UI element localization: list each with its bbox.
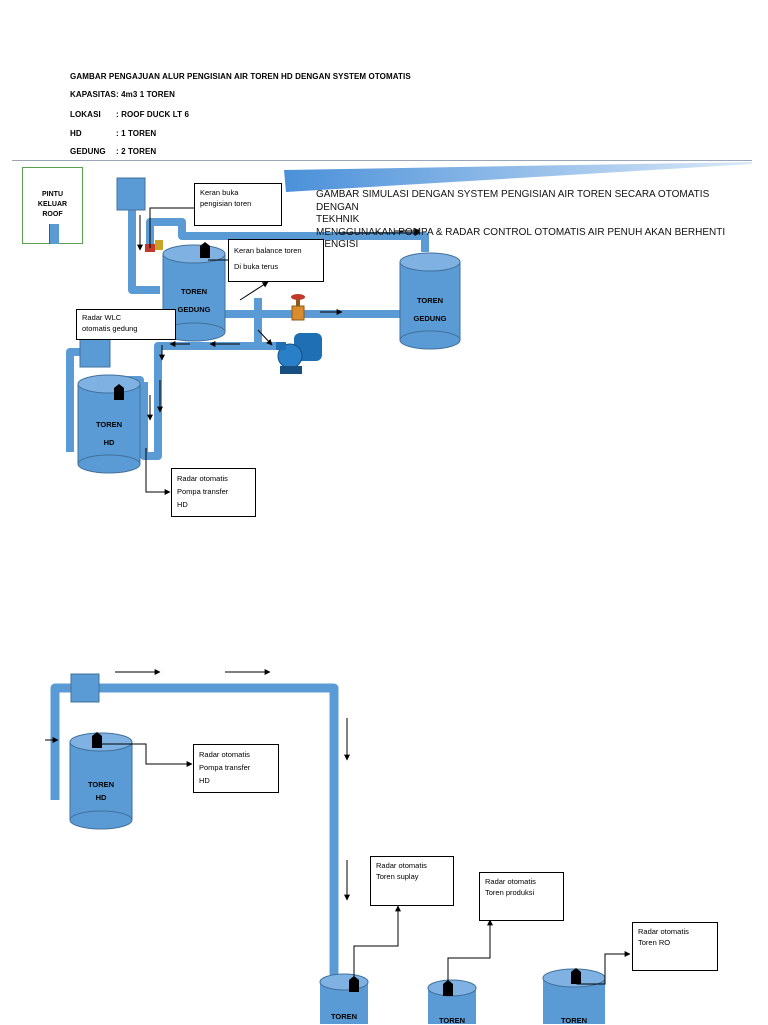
callout-line1: Radar otomatis xyxy=(199,750,250,759)
tank-hd-2-label: TOREN HD xyxy=(77,778,125,804)
callout-line2: pengisian toren xyxy=(200,199,252,208)
control-panel-bottom xyxy=(70,673,100,703)
header-row-lokasi: LOKASI : ROOF DUCK LT 6 xyxy=(70,110,189,119)
valve-balance xyxy=(291,294,305,321)
callout-line2: otomatis gedung xyxy=(82,324,138,333)
tank-label-line1: TOREN xyxy=(95,420,123,429)
callout-line2: Toren produksi xyxy=(485,888,535,897)
exit-door-roof: PINTU KELUAR ROOF xyxy=(22,167,83,244)
tank-label-line1: TOREN xyxy=(180,287,208,296)
tank-label-line1: TOREN xyxy=(416,296,444,305)
header-title: GAMBAR PENGAJUAN ALUR PENGISIAN AIR TORE… xyxy=(70,72,411,81)
callout-line3: HD xyxy=(177,500,188,509)
callout-radar-produksi: Radar otomatis Toren produksi xyxy=(479,872,564,921)
callout-line3: HD xyxy=(199,776,210,785)
tank-label-line2: HD xyxy=(103,438,115,447)
pipe-network-bottom xyxy=(50,683,339,980)
header-key: LOKASI xyxy=(70,110,101,119)
tank-gedung-2 xyxy=(399,252,461,350)
callout-line1: Keran balance toren xyxy=(234,246,302,255)
tank-bottom-3-label: TOREN xyxy=(560,1016,588,1025)
tank-bottom-2-label: TOREN xyxy=(438,1016,466,1025)
callout-radar-ro: Radar otomatis Toren RO xyxy=(632,922,718,971)
callout-line2: Pompa transfer xyxy=(177,487,229,496)
header-value: : 2 TOREN xyxy=(116,147,157,156)
header-value: : 1 TOREN xyxy=(116,129,157,138)
tank-label-line2: HD xyxy=(95,793,107,802)
tank-bottom-1-label: TOREN xyxy=(330,1012,358,1021)
tank-label-line2: GEDUNG xyxy=(413,314,447,323)
header-key: GEDUNG xyxy=(70,147,106,156)
sim-title-line3: MENGGUNAKAN POMPA & RADAR CONTROL OTOMAT… xyxy=(316,226,726,238)
header-value: : 4m3 1 TOREN xyxy=(116,90,175,99)
callout-line1: Radar otomatis xyxy=(638,927,689,936)
callout-line1: Radar WLC xyxy=(82,313,122,322)
door-label-line1: PINTU xyxy=(42,191,63,198)
header-row-hd: HD : 1 TOREN xyxy=(70,129,156,138)
callout-radar-wlc: Radar WLC otomatis gedung xyxy=(76,309,176,340)
tank-hd-1 xyxy=(77,374,141,474)
flow-arrows-bottom xyxy=(45,669,350,901)
sim-title-line2: TEKHNIK xyxy=(316,214,360,225)
tank-gedung-2-label: TOREN GEDUNG xyxy=(406,292,454,328)
tank-hd-2 xyxy=(69,732,133,830)
radar-sensors-bottom xyxy=(92,732,581,996)
tank-gedung-1-label: TOREN GEDUNG xyxy=(170,283,218,319)
simulation-title: GAMBAR SIMULASI DENGAN SYSTEM PENGISIAN … xyxy=(316,189,746,252)
callout-line1: Keran buka xyxy=(200,188,239,197)
tank-hd-1-label: TOREN HD xyxy=(85,416,133,452)
door-label-line3: ROOF xyxy=(42,211,63,218)
banner-wedge xyxy=(284,162,752,192)
radar-sensors-top xyxy=(114,242,210,400)
callout-line2: Toren RO xyxy=(638,938,671,947)
divider-line xyxy=(12,160,752,161)
callout-line1: Radar otomatis xyxy=(177,474,228,483)
tank-label-line1: TOREN xyxy=(87,780,115,789)
header-row-gedung: GEDUNG : 2 TOREN xyxy=(70,147,156,156)
leaders-bottom xyxy=(100,743,631,985)
callout-radar-hd-2: Radar otomatis Pompa transfer HD xyxy=(193,744,279,793)
flow-arrows-top xyxy=(137,215,421,421)
door-panel xyxy=(49,224,59,244)
water-pump xyxy=(276,333,322,374)
callout-line1: Radar otomatis xyxy=(485,877,536,886)
callout-line2: Di buka terus xyxy=(234,262,279,271)
callout-keran-buka: Keran buka pengisian toren xyxy=(194,183,282,226)
callout-keran-balance: Keran balance toren Di buka terus xyxy=(228,239,324,282)
header-key: HD xyxy=(70,129,82,138)
control-panel-gedung xyxy=(116,177,146,211)
sim-title-line4: MENGISI xyxy=(316,239,359,250)
header-row-kapasitas: KAPASITAS: 4m3 1 TOREN xyxy=(70,90,175,99)
door-label-line2: KELUAR xyxy=(37,201,68,208)
sim-title-line1: GAMBAR SIMULASI DENGAN SYSTEM PENGISIAN … xyxy=(316,189,710,213)
callout-line1: Radar otomatis xyxy=(376,861,427,870)
callout-radar-suplay: Radar otomatis Toren suplay xyxy=(370,856,454,906)
header-value: : ROOF DUCK LT 6 xyxy=(116,110,190,119)
tank-label-line2: GEDUNG xyxy=(177,305,211,314)
callout-line2: Toren suplay xyxy=(376,872,419,881)
callout-radar-hd-1: Radar otomatis Pompa transfer HD xyxy=(171,468,256,517)
callout-line2: Pompa transfer xyxy=(199,763,251,772)
leaders-top xyxy=(145,207,228,495)
header-key: KAPASITAS xyxy=(70,90,116,99)
